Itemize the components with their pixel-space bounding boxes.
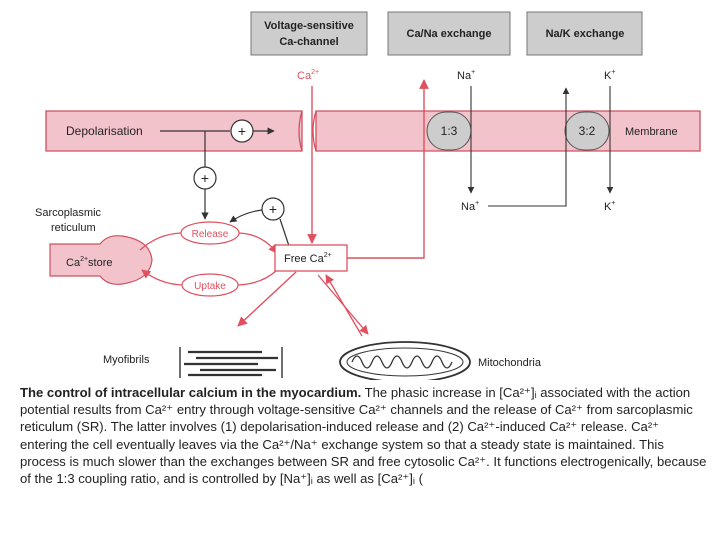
voltage-box-line-2: Ca-channel <box>279 36 338 48</box>
free-ca-label: Free Ca2+ <box>284 252 332 265</box>
caption-title: The control of intracellular calcium in … <box>20 385 362 400</box>
feedback-arrow <box>229 209 263 223</box>
ca-top-label: Ca2+ <box>297 69 319 82</box>
to-myofibrils-arrow <box>237 271 297 327</box>
release-to-free <box>238 232 278 254</box>
release-oval: Release <box>180 221 240 245</box>
voltage-channel-box: Voltage-sensitive Ca-channel <box>250 11 368 56</box>
figure-caption: The control of intracellular calcium in … <box>20 384 710 487</box>
mitochondria-shape <box>339 341 471 380</box>
uptake-to-store <box>141 269 183 286</box>
cana-exchanger: 1:3 <box>426 111 472 151</box>
plus-circle-3 <box>261 197 285 221</box>
free-ca-box: Free Ca2+ <box>274 244 348 272</box>
free-to-uptake <box>237 269 278 286</box>
feedback-line <box>279 218 291 250</box>
na-bottom-label: Na+ <box>461 200 479 213</box>
release-label: Release <box>192 229 229 240</box>
plus-sign-1: + <box>238 123 246 139</box>
caption-body: The phasic increase in [Ca²⁺]ᵢ associate… <box>20 385 707 487</box>
sr-label-1: Sarcoplasmic <box>35 207 102 219</box>
uptake-oval: Uptake <box>181 273 239 297</box>
depolarisation-label: Depolarisation <box>66 124 143 138</box>
ratio-nak: 3:2 <box>579 124 596 138</box>
store-to-release <box>139 232 182 251</box>
from-mito-arrow <box>325 274 363 337</box>
nak-box-label: Na/K exchange <box>546 28 625 40</box>
cana-exchange-box: Ca/Na exchange <box>387 11 511 56</box>
nak-exchanger: 3:2 <box>564 111 610 151</box>
calcium-diagram: Voltage-sensitive Ca-channel Ca/Na excha… <box>35 11 701 380</box>
uptake-label: Uptake <box>194 281 226 292</box>
sr-label-2: reticulum <box>51 222 96 234</box>
cana-box-label: Ca/Na exchange <box>407 28 492 40</box>
na-top-label: Na+ <box>457 69 475 82</box>
voltage-box-line-1: Voltage-sensitive <box>264 20 354 32</box>
plus-sign-2: + <box>201 170 209 186</box>
myofibrils-shape <box>179 347 283 378</box>
k-bottom-label: K+ <box>604 200 615 213</box>
k-top-label: K+ <box>604 69 615 82</box>
ca-exit-arrow <box>347 79 429 259</box>
membrane-label: Membrane <box>625 126 678 138</box>
mitochondria-label: Mitochondria <box>478 357 542 369</box>
ca-store-label: Ca2+store <box>66 256 113 269</box>
na-out-arrow <box>488 87 570 207</box>
ca-store-shape <box>49 235 153 285</box>
nak-exchange-box: Na/K exchange <box>526 11 643 56</box>
myofibrils-label: Myofibrils <box>103 354 150 366</box>
ratio-cana: 1:3 <box>441 124 458 138</box>
plus-sign-3: + <box>269 201 277 217</box>
